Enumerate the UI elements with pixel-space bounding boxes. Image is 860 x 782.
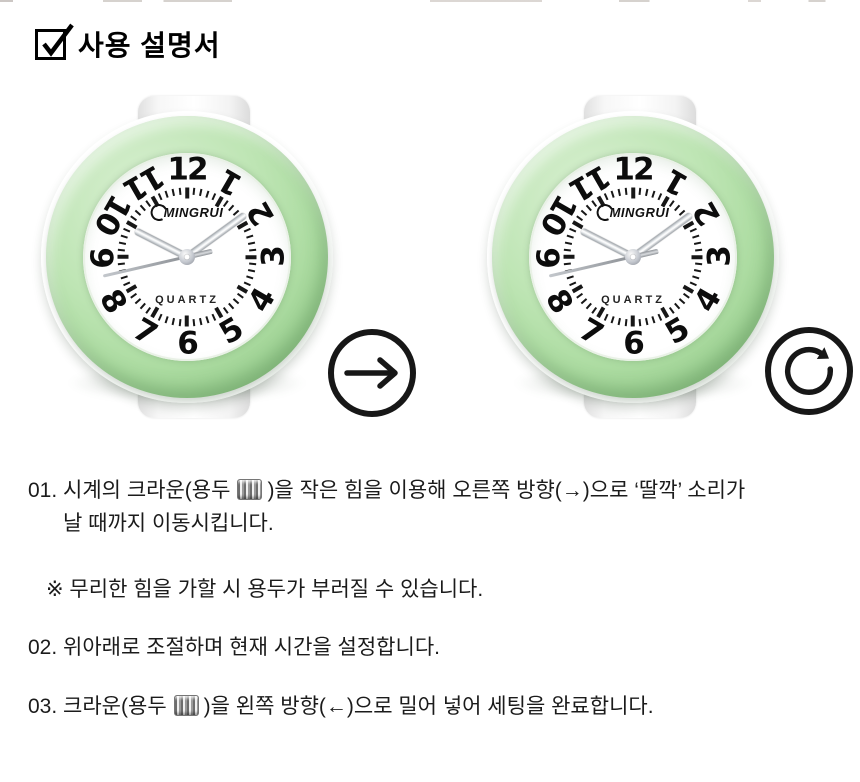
dial-numeral-1: 1 <box>658 161 694 203</box>
dial-numeral-3: 3 <box>701 247 738 267</box>
note-text: ※ 무리한 힘을 가할 시 용두가 부러질 수 있습니다. <box>46 578 484 601</box>
hands-center-dot <box>184 254 190 260</box>
step-number: 02. <box>28 636 58 659</box>
dial-numeral-2: 2 <box>241 196 283 232</box>
tick-major <box>631 187 635 199</box>
instruction-step-03: 03. 크라운(용두 )을 왼쪽 방향(←)으로 밀어 넣어 세팅을 완료합니다. <box>28 690 654 723</box>
dial-numeral-10: 10 <box>532 187 584 240</box>
dial-numeral-5: 5 <box>212 311 248 353</box>
instruction-step-02: 02. 위아래로 조절하며 현재 시간을 설정합니다. <box>28 631 440 664</box>
dial-numeral-5: 5 <box>658 311 694 353</box>
brand-logo: MINGRUI <box>594 201 670 224</box>
dial-numeral-12: 12 <box>613 151 654 188</box>
circle-rotate-clockwise-icon <box>765 327 853 415</box>
page-title: 사용 설명서 <box>78 30 221 61</box>
brand-name: MINGRUI <box>163 205 224 220</box>
step-text: )을 왼쪽 방향(←)으로 밀어 넣어 세팅을 완료합니다. <box>203 695 654 718</box>
dial-numeral-4: 4 <box>241 282 283 318</box>
checked-checkbox-icon <box>35 23 74 60</box>
dial-numeral-7: 7 <box>572 311 608 353</box>
dial-numeral-6: 6 <box>177 325 199 362</box>
movement-label: QUARTZ <box>601 294 665 306</box>
dial-numeral-11: 11 <box>117 156 170 208</box>
tick-major <box>185 187 189 199</box>
step-text: 시계의 크라운(용두 <box>63 479 231 502</box>
cropped-text-remnant <box>0 0 860 2</box>
dial-tick-ring <box>483 107 783 407</box>
step-text: 위아래로 조절하며 현재 시간을 설정합니다. <box>63 636 440 659</box>
dial-numeral-3: 3 <box>255 247 292 267</box>
dial-numeral-8: 8 <box>91 282 133 318</box>
dial-numeral-4: 4 <box>687 282 729 318</box>
dial-numeral-11: 11 <box>563 156 616 208</box>
dial-numeral-12: 12 <box>167 151 208 188</box>
crown-inline-icon <box>237 479 263 500</box>
dial-numeral-9: 9 <box>82 247 119 267</box>
dial-tick-ring <box>37 107 337 407</box>
crown-inline-icon <box>173 695 199 716</box>
step-number: 01. <box>28 479 58 502</box>
dial-numeral-7: 7 <box>126 311 162 353</box>
brand-logo: MINGRUI <box>148 201 224 224</box>
dial-numeral-9: 9 <box>528 247 565 267</box>
dial-numeral-1: 1 <box>212 161 248 203</box>
movement-label: QUARTZ <box>155 294 219 306</box>
brand-name: MINGRUI <box>609 205 670 220</box>
dial-numeral-2: 2 <box>687 196 729 232</box>
step-text: 크라운(용두 <box>63 695 167 718</box>
instruction-warning-note: ※ 무리한 힘을 가할 시 용두가 부러질 수 있습니다. <box>46 573 483 606</box>
page-header: 사용 설명서 <box>35 23 221 64</box>
instruction-step-01: 01. 시계의 크라운(용두 )을 작은 힘을 이용해 오른쪽 방향(→)으로 ‘… <box>28 474 745 540</box>
dial-numeral-10: 10 <box>86 187 138 240</box>
dial-numeral-8: 8 <box>537 282 579 318</box>
dial-numeral-6: 6 <box>623 325 645 362</box>
step-text: )을 작은 힘을 이용해 오른쪽 방향(→)으로 ‘딸깍’ 소리가 <box>267 479 746 502</box>
step-number: 03. <box>28 695 58 718</box>
circle-arrow-right-icon <box>328 329 416 417</box>
step-text-line2: 날 때까지 이동시킵니다. <box>63 512 274 535</box>
hands-center-dot <box>630 254 636 260</box>
